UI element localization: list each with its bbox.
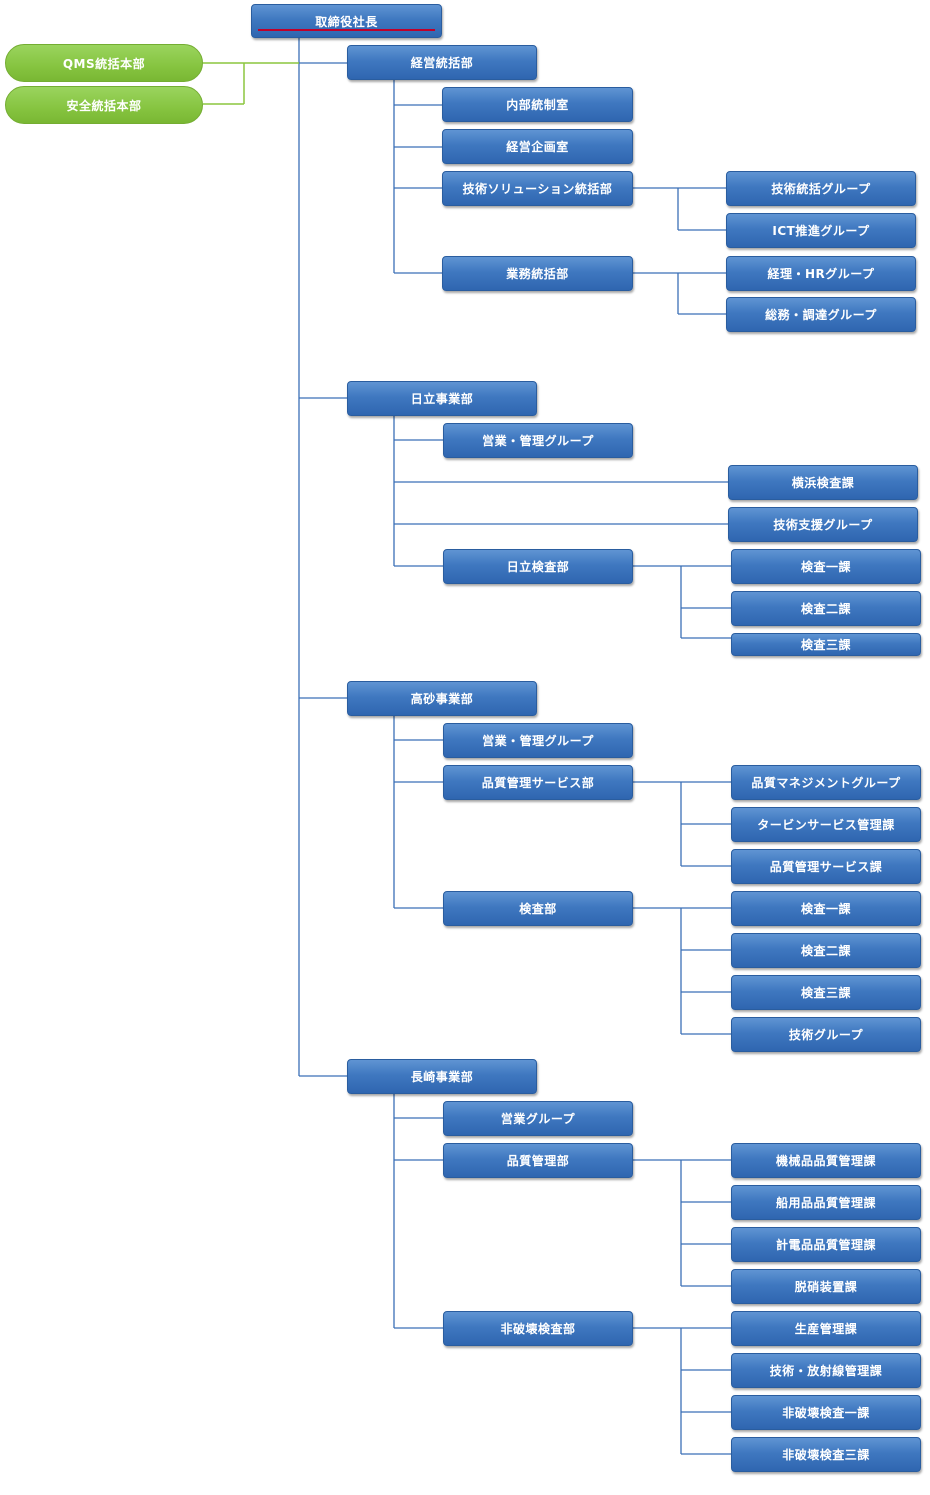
quality-management-group-box[interactable]: 品質マネジメントグループ <box>731 765 921 800</box>
nagasaki-division-label: 長崎事業部 <box>410 1070 474 1084</box>
tech-general-group-label: 技術統括グループ <box>771 182 871 196</box>
hitachi-inspection-3-label: 検査三課 <box>800 638 851 652</box>
ndt-dept-label: 非破壊検査部 <box>500 1322 576 1336</box>
hitachi-inspection-1-label: 検査一課 <box>800 560 851 574</box>
ndt-dept-box[interactable]: 非破壊検査部 <box>443 1311 633 1346</box>
nagasaki-sales-group-box[interactable]: 営業グループ <box>443 1101 633 1136</box>
hitachi-sales-group-box[interactable]: 営業・管理グループ <box>443 423 633 458</box>
machinery-quality-section-label: 機械品品質管理課 <box>775 1154 876 1168</box>
machinery-quality-section-box[interactable]: 機械品品質管理課 <box>731 1143 921 1178</box>
takasago-inspection-dept-box[interactable]: 検査部 <box>443 891 633 926</box>
tech-support-group-label: 技術支援グループ <box>773 518 873 532</box>
hitachi-inspection-dept-label: 日立検査部 <box>506 560 570 574</box>
hitachi-sales-group-label: 営業・管理グループ <box>482 434 594 448</box>
takasago-inspection-dept-label: 検査部 <box>519 902 557 916</box>
tech-general-group-box[interactable]: 技術統括グループ <box>726 171 916 206</box>
ndt-section-3-box[interactable]: 非破壊検査三課 <box>731 1437 921 1472</box>
quality-management-group-label: 品質マネジメントグループ <box>751 776 901 790</box>
president-box[interactable]: 取締役社長 <box>251 4 442 38</box>
production-control-section-box[interactable]: 生産管理課 <box>731 1311 921 1346</box>
quality-service-section-label: 品質管理サービス課 <box>769 860 883 874</box>
hitachi-division-label: 日立事業部 <box>410 392 474 406</box>
safety-hq-label: 安全統括本部 <box>66 98 142 113</box>
hitachi-inspection-3-box[interactable]: 検査三課 <box>731 633 921 656</box>
marine-quality-section-label: 船用品品質管理課 <box>775 1196 876 1210</box>
nagasaki-sales-group-label: 営業グループ <box>500 1112 576 1126</box>
ndt-section-1-box[interactable]: 非破壊検査一課 <box>731 1395 921 1430</box>
president-label: 取締役社長 <box>315 14 378 29</box>
takasago-quality-dept-label: 品質管理サービス部 <box>481 776 595 790</box>
turbine-service-section-box[interactable]: タービンサービス管理課 <box>731 807 921 842</box>
marine-quality-section-box[interactable]: 船用品品質管理課 <box>731 1185 921 1220</box>
instrument-quality-section-label: 計電品品質管理課 <box>775 1238 876 1252</box>
safety-hq-box[interactable]: 安全統括本部 <box>5 86 203 124</box>
hitachi-inspection-1-box[interactable]: 検査一課 <box>731 549 921 584</box>
takasago-sales-group-label: 営業・管理グループ <box>482 734 594 748</box>
accounting-hr-group-box[interactable]: 経理・HRグループ <box>726 256 916 291</box>
tech-support-group-box[interactable]: 技術支援グループ <box>728 507 918 542</box>
internal-control-box[interactable]: 内部統制室 <box>442 87 633 122</box>
accounting-hr-group-label: 経理・HRグループ <box>767 267 875 281</box>
hitachi-inspection-dept-box[interactable]: 日立検査部 <box>443 549 633 584</box>
instrument-quality-section-box[interactable]: 計電品品質管理課 <box>731 1227 921 1262</box>
ndt-section-3-label: 非破壊検査三課 <box>782 1448 870 1462</box>
yokohama-inspection-box[interactable]: 横浜検査課 <box>728 465 918 500</box>
takasago-division-label: 高砂事業部 <box>410 692 474 706</box>
radiation-control-section-label: 技術・放射線管理課 <box>769 1364 883 1378</box>
takasago-inspection-2-box[interactable]: 検査二課 <box>731 933 921 968</box>
ndt-section-1-label: 非破壊検査一課 <box>782 1406 870 1420</box>
corporate-planning-label: 経営企画室 <box>506 140 569 154</box>
takasago-inspection-1-box[interactable]: 検査一課 <box>731 891 921 926</box>
corporate-planning-box[interactable]: 経営企画室 <box>442 129 633 164</box>
denitration-section-box[interactable]: 脱硝装置課 <box>731 1269 921 1304</box>
takasago-inspection-3-label: 検査三課 <box>800 986 851 1000</box>
hitachi-inspection-2-box[interactable]: 検査二課 <box>731 591 921 626</box>
turbine-service-section-label: タービンサービス管理課 <box>757 818 895 832</box>
ict-group-label: ICT推進グループ <box>772 224 870 238</box>
takasago-tech-group-label: 技術グループ <box>788 1028 864 1042</box>
general-affairs-group-box[interactable]: 総務・調達グループ <box>726 297 916 332</box>
qms-hq-label: QMS統括本部 <box>62 56 146 71</box>
denitration-section-label: 脱硝装置課 <box>794 1280 858 1294</box>
nagasaki-quality-dept-box[interactable]: 品質管理部 <box>443 1143 633 1178</box>
corporate-management-box[interactable]: 経営統括部 <box>347 45 537 80</box>
general-affairs-group-label: 総務・調達グループ <box>765 308 877 322</box>
takasago-quality-dept-box[interactable]: 品質管理サービス部 <box>443 765 633 800</box>
yokohama-inspection-label: 横浜検査課 <box>791 476 855 490</box>
tech-solution-label: 技術ソリューション統括部 <box>462 182 613 196</box>
president-underline <box>258 29 435 31</box>
business-general-label: 業務統括部 <box>506 267 569 281</box>
takasago-inspection-3-box[interactable]: 検査三課 <box>731 975 921 1010</box>
nagasaki-division-box[interactable]: 長崎事業部 <box>347 1059 537 1094</box>
quality-service-section-box[interactable]: 品質管理サービス課 <box>731 849 921 884</box>
qms-hq-box[interactable]: QMS統括本部 <box>5 44 203 82</box>
tech-solution-box[interactable]: 技術ソリューション統括部 <box>442 171 633 206</box>
production-control-section-label: 生産管理課 <box>794 1322 858 1336</box>
takasago-tech-group-box[interactable]: 技術グループ <box>731 1017 921 1052</box>
hitachi-division-box[interactable]: 日立事業部 <box>347 381 537 416</box>
ict-group-box[interactable]: ICT推進グループ <box>726 213 916 248</box>
takasago-sales-group-box[interactable]: 営業・管理グループ <box>443 723 633 758</box>
corporate-management-label: 経営統括部 <box>410 56 474 70</box>
radiation-control-section-box[interactable]: 技術・放射線管理課 <box>731 1353 921 1388</box>
hitachi-inspection-2-label: 検査二課 <box>800 602 851 616</box>
internal-control-label: 内部統制室 <box>506 98 569 112</box>
business-general-box[interactable]: 業務統括部 <box>442 256 633 291</box>
takasago-inspection-1-label: 検査一課 <box>800 902 851 916</box>
nagasaki-quality-dept-label: 品質管理部 <box>506 1154 570 1168</box>
takasago-division-box[interactable]: 高砂事業部 <box>347 681 537 716</box>
takasago-inspection-2-label: 検査二課 <box>800 944 851 958</box>
